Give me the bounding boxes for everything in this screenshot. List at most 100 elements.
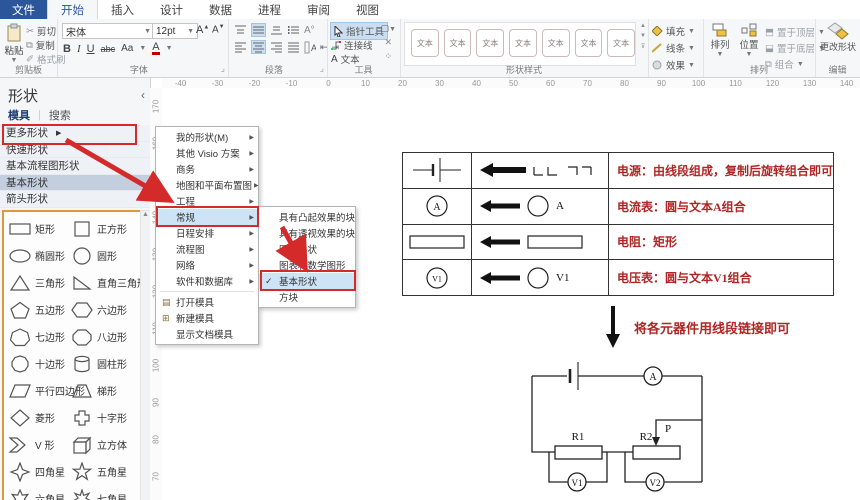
shape-item-4-point-star[interactable]: 四角星 xyxy=(8,458,70,485)
menu-item-flowchart[interactable]: 流程图▶ xyxy=(176,245,254,256)
align-middle-icon[interactable] xyxy=(251,23,266,37)
paste-button[interactable]: 粘贴 ▼ xyxy=(3,23,25,64)
font-size-combobox[interactable]: 12pt▼ xyxy=(152,23,198,39)
change-shape-button[interactable]: 更改形状 xyxy=(818,22,858,53)
cut-button[interactable]: ✂剪切 xyxy=(26,24,56,39)
shrink-font-button[interactable]: A▼ xyxy=(212,24,225,36)
bullets-icon[interactable] xyxy=(287,24,300,36)
shape-item-cross[interactable]: 十字形 xyxy=(70,404,132,431)
menu-item-other-visio[interactable]: 其他 Visio 方案▶ xyxy=(176,149,254,160)
align-right-icon[interactable] xyxy=(270,41,283,53)
menu-item-software-database[interactable]: 软件和数据库▶ xyxy=(176,277,254,288)
group-button[interactable]: ⧉组合▼ xyxy=(765,58,804,72)
tab-search[interactable]: 搜索 xyxy=(48,110,71,122)
tab-insert[interactable]: 插入 xyxy=(111,4,134,17)
submenu-item-basic-shapes[interactable]: ✓基本形状 xyxy=(259,273,355,289)
paste-dropdown-arrow[interactable]: ▼ xyxy=(10,57,18,64)
shape-item-octagon[interactable]: 八边形 xyxy=(70,323,132,350)
tab-process[interactable]: 进程 xyxy=(258,4,281,17)
align-center-icon[interactable] xyxy=(251,40,266,54)
shape-item-decagon[interactable]: 十边形 xyxy=(8,350,70,377)
shape-style-preview[interactable]: 文本 xyxy=(541,29,570,57)
text-tool-button[interactable]: A 文本 xyxy=(331,52,360,67)
submenu-item-pattern-shapes[interactable]: 图案形状 xyxy=(279,245,318,256)
effects-button[interactable]: 效果▼ xyxy=(652,58,695,72)
shape-style-preview[interactable]: 文本 xyxy=(411,29,439,57)
submenu-item-charts-math[interactable]: 图表和数学图形 xyxy=(279,261,346,272)
shape-item-square[interactable]: 正方形 xyxy=(70,215,132,242)
tab-stencils[interactable]: 模具 xyxy=(8,110,30,122)
strikethrough-button[interactable]: abc xyxy=(100,43,116,54)
align-top-icon[interactable] xyxy=(234,24,247,36)
shape-item-trapezoid[interactable]: 梯形 xyxy=(70,377,132,404)
stencil-basic-flowchart[interactable]: 基本流程图形状 xyxy=(0,158,150,175)
tab-home[interactable]: 开始 xyxy=(47,0,98,19)
decrease-indent-icon[interactable]: ⇤ xyxy=(320,41,328,52)
shape-item-hexagon[interactable]: 六边形 xyxy=(70,296,132,323)
connection-point-tool-button[interactable]: ⁘ xyxy=(384,51,393,61)
menu-item-open-stencil[interactable]: ▤打开模具 xyxy=(162,296,215,310)
menu-item-maps-floorplans[interactable]: 地图和平面布置图▶ xyxy=(176,181,259,192)
stencil-quick-shapes[interactable]: 快速形状 xyxy=(0,141,150,158)
submenu-item-perspective-blocks[interactable]: 具有透视效果的块 xyxy=(279,229,356,240)
italic-button[interactable]: I xyxy=(76,42,81,55)
panel-collapse-button[interactable]: ‹ xyxy=(141,88,145,102)
gallery-expand-button[interactable]: ⊽ xyxy=(640,44,646,50)
shape-item-pentagon[interactable]: 五边形 xyxy=(8,296,70,323)
shape-item-diamond[interactable]: 菱形 xyxy=(8,404,70,431)
shape-item-5-point-star[interactable]: 五角星 xyxy=(70,458,132,485)
bold-button[interactable]: B xyxy=(63,42,71,55)
shape-item-rectangle[interactable]: 矩形 xyxy=(8,215,70,242)
shape-item-parallelogram[interactable]: 平行四边形 xyxy=(8,377,85,404)
menu-item-my-shapes[interactable]: 我的形状(M)▶ xyxy=(176,133,254,144)
bring-to-front-button[interactable]: ⬒置于顶层▼ xyxy=(765,26,825,40)
gallery-scroll-up-button[interactable]: ▲ xyxy=(640,23,646,29)
shape-style-preview[interactable]: 文本 xyxy=(574,29,603,57)
align-left-icon[interactable] xyxy=(234,41,247,53)
tab-design[interactable]: 设计 xyxy=(160,4,183,17)
shape-style-preview[interactable]: 文本 xyxy=(443,29,472,57)
tab-data[interactable]: 数据 xyxy=(209,4,232,17)
menu-item-show-document-stencil[interactable]: 显示文档模具 xyxy=(176,330,234,341)
menu-item-engineering[interactable]: 工程▶ xyxy=(176,197,254,208)
shape-item-cylinder[interactable]: 圆柱形 xyxy=(70,350,132,377)
vertical-text-icon[interactable]: A xyxy=(304,41,316,54)
underline-button[interactable]: U xyxy=(86,42,95,55)
shape-style-preview[interactable]: 文本 xyxy=(476,29,505,57)
align-bottom-icon[interactable] xyxy=(270,24,283,36)
font-name-combobox[interactable]: 宋体▼ xyxy=(62,23,155,39)
increase-indent-icon[interactable]: ⇥ xyxy=(331,41,340,52)
format-painter-button[interactable]: ✐格式刷 xyxy=(26,52,65,67)
submenu-item-blocks[interactable]: 方块 xyxy=(279,293,299,304)
stencil-arrow-shapes[interactable]: 箭头形状 xyxy=(0,191,150,208)
shape-item-triangle[interactable]: 三角形 xyxy=(8,269,70,296)
send-to-back-button[interactable]: ⬓置于底层▼ xyxy=(765,42,825,56)
pointer-tool-button[interactable]: 指针工具 xyxy=(330,22,389,40)
menu-item-schedule[interactable]: 日程安排▶ xyxy=(176,229,254,240)
font-color-button[interactable]: A xyxy=(152,41,160,55)
shape-item-v-shape[interactable]: V 形 xyxy=(8,431,70,458)
shape-item-cube[interactable]: 立方体 xyxy=(70,431,132,458)
arrange-button[interactable]: 排列 ▼ xyxy=(707,23,733,58)
submenu-item-raised-blocks[interactable]: 具有凸起效果的块 xyxy=(279,213,356,224)
shape-item-6-point-star[interactable]: 六角星 xyxy=(8,485,70,500)
position-button[interactable]: 位置 ▼ xyxy=(736,23,762,58)
line-button[interactable]: 线条▼ xyxy=(652,41,695,55)
stencil-more-shapes[interactable]: 更多形状▶ xyxy=(0,125,150,142)
fill-button[interactable]: 填充▼ xyxy=(652,24,695,38)
connector-tool-button[interactable]: 连接线 xyxy=(331,38,373,52)
text-rotate-icon[interactable]: A° xyxy=(304,24,315,36)
font-color-dropdown-arrow[interactable]: ▼ xyxy=(165,45,173,52)
shape-style-preview[interactable]: 文本 xyxy=(607,29,636,57)
shape-style-preview[interactable]: 文本 xyxy=(509,29,537,57)
menu-item-business[interactable]: 商务▶ xyxy=(176,165,254,176)
copy-button[interactable]: ⧉复制 xyxy=(26,38,55,53)
menu-item-general[interactable]: 常规▶ xyxy=(156,209,258,225)
menu-item-network[interactable]: 网络▶ xyxy=(176,261,254,272)
tab-file[interactable]: 文件 xyxy=(0,0,47,19)
menu-item-new-stencil[interactable]: ⊞新建模具 xyxy=(162,312,215,326)
tab-review[interactable]: 审阅 xyxy=(307,4,330,17)
paragraph-dialog-launcher[interactable]: ⌟ xyxy=(319,63,324,73)
shape-item-right-triangle[interactable]: 直角三角形 xyxy=(70,269,140,296)
delete-tool-button[interactable]: ✕ xyxy=(384,37,393,47)
